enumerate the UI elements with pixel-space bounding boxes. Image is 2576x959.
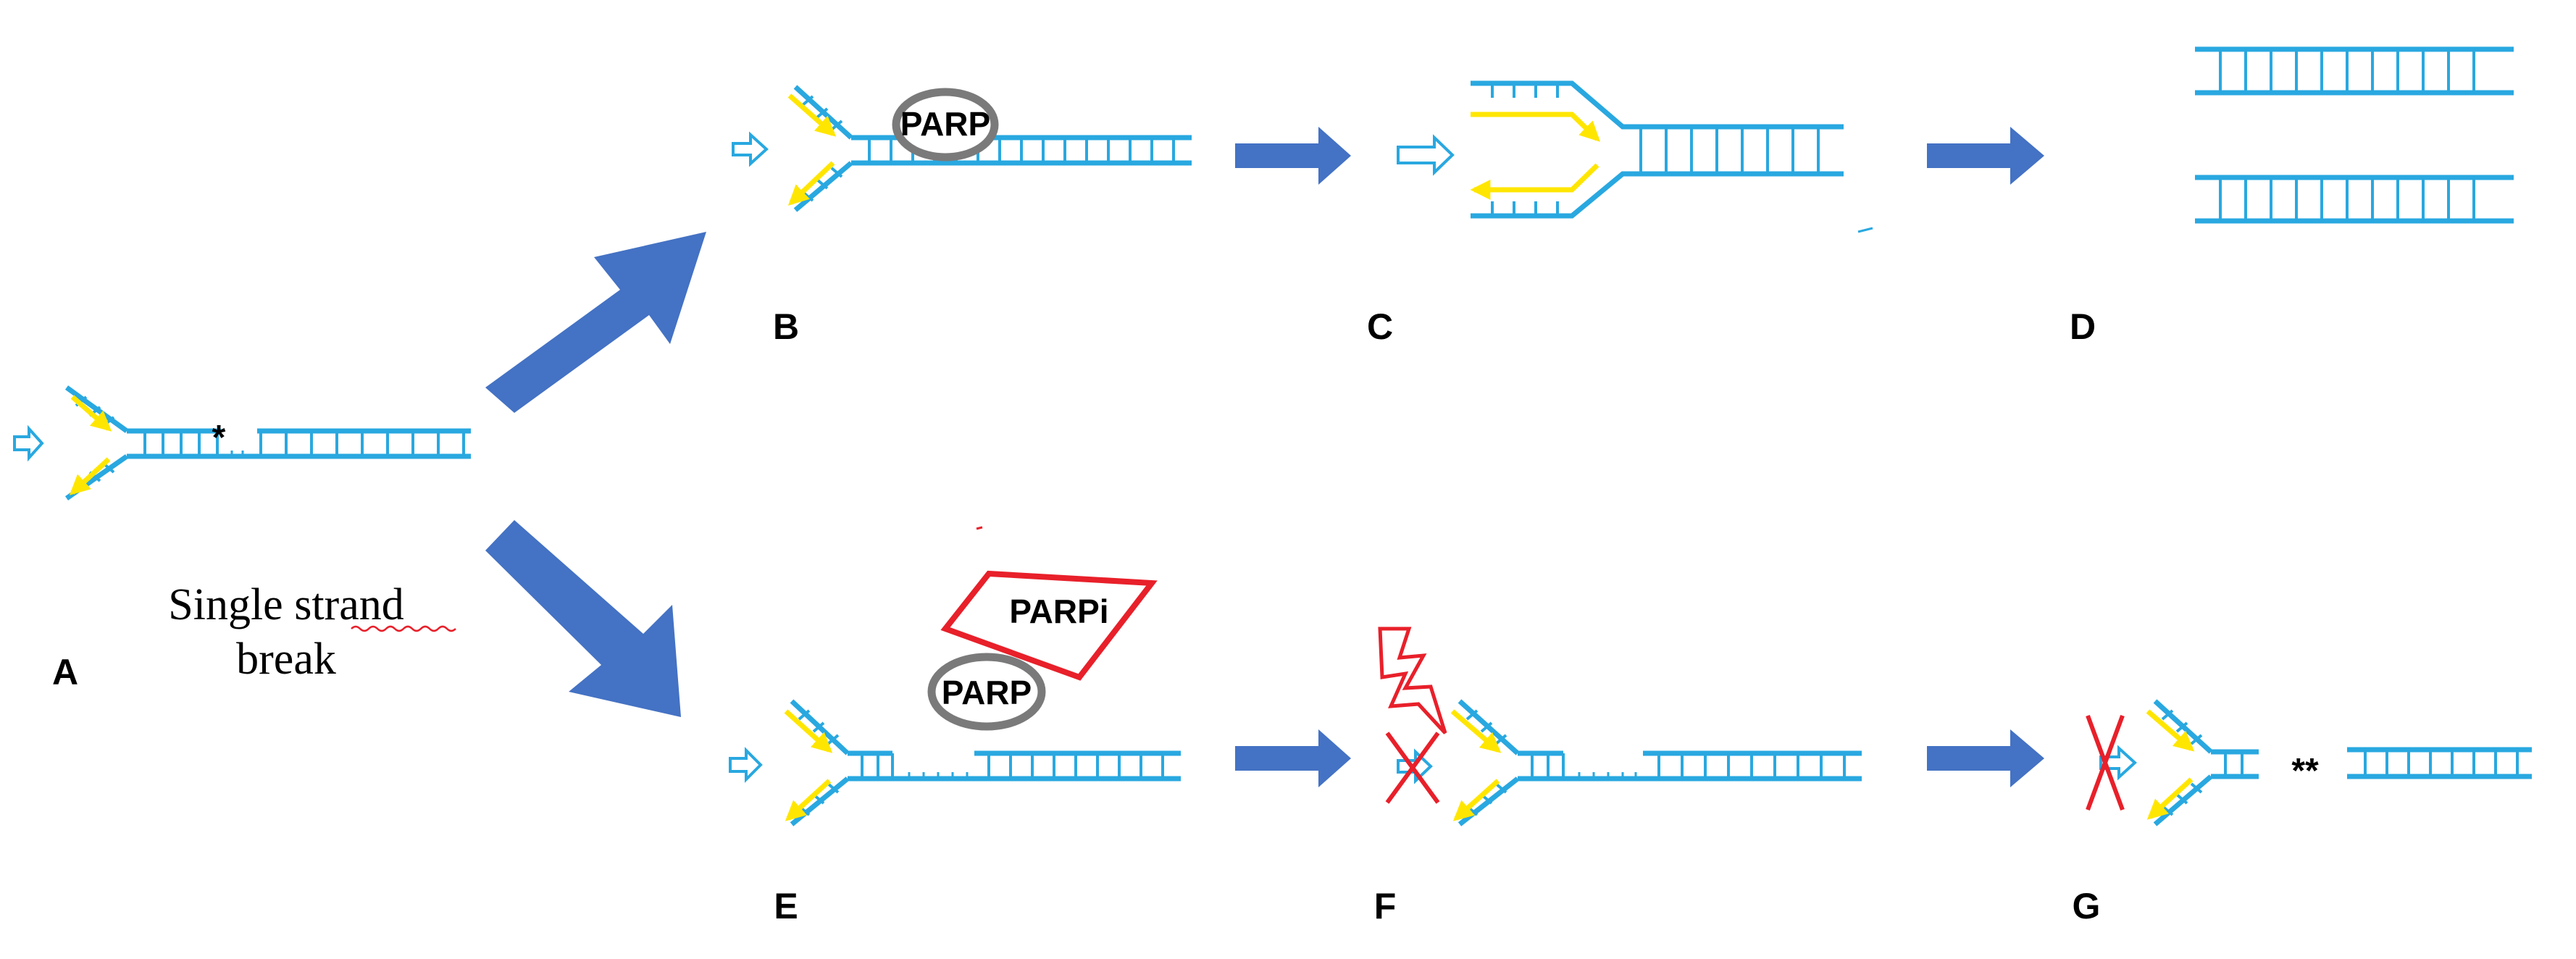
lagging-strand-icon (1452, 779, 1500, 821)
panel-label-e: E (774, 886, 798, 926)
leading-strand-icon (787, 93, 837, 137)
leading-strand-icon (784, 709, 833, 753)
fork-direction-arrow-icon (732, 131, 769, 167)
broken-duplex-strands (2347, 747, 2532, 779)
pathway-arrow-down-icon (485, 520, 681, 717)
parental-strands (64, 385, 471, 501)
parental-strands (1471, 80, 1844, 219)
leading-strand-icon (1450, 709, 1502, 753)
panel-a: * Single strand break A (13, 385, 471, 692)
step-arrow-f-to-g-icon (1927, 729, 2044, 787)
fork-direction-arrow-icon (13, 424, 44, 462)
panel-b: PARP B (732, 85, 1192, 347)
broken-duplex-rungs (2364, 750, 2519, 776)
double-break-mark: ** (2291, 752, 2319, 790)
parental-strands (793, 85, 1192, 212)
leading-strand-icon (1471, 112, 1601, 142)
base-pair-rungs (798, 709, 1164, 816)
lagging-strand-icon (2146, 777, 2194, 820)
broken-base-stubs (1578, 772, 1637, 779)
fork-direction-arrow-icon (1397, 748, 1433, 784)
panel-label-b: B (773, 306, 799, 347)
pathway-arrow-up-icon (485, 232, 706, 413)
panel-g: ** G (2073, 699, 2532, 926)
lagging-strand-icon (787, 161, 835, 206)
step-arrow-e-to-f-icon (1235, 729, 1351, 787)
fork-direction-arrow-icon (1397, 134, 1455, 176)
panel-label-g: G (2073, 886, 2101, 926)
base-pair-rungs (1465, 709, 1846, 816)
base-pair-rungs (75, 395, 465, 491)
parpi-inhibitor-icon (940, 570, 1158, 681)
caption-line-2: break (236, 635, 336, 684)
step-arrow-b-to-c-icon (1235, 127, 1351, 185)
blocked-fork-x-icon (1385, 732, 1440, 804)
panel-f: F (1374, 627, 1862, 926)
daughter-duplex-bottom-rungs (2219, 177, 2475, 221)
blocked-fork-x-icon (2086, 714, 2125, 811)
parp-protein-icon (892, 88, 999, 162)
lagging-strand-icon (1470, 163, 1599, 200)
parp-label: PARP (942, 674, 1032, 711)
broken-base-stubs (230, 451, 244, 456)
parental-strands (1458, 699, 1862, 826)
base-pair-rungs (1491, 83, 1820, 216)
parpi-label: PARPi (1009, 592, 1108, 630)
daughter-duplex-top (2195, 46, 2514, 96)
parp-protein-icon (927, 653, 1046, 731)
panel-label-a: A (52, 652, 78, 692)
panel-label-d: D (2070, 306, 2096, 347)
leading-strand-icon (2146, 709, 2195, 752)
break-mark: * (212, 419, 226, 457)
step-arrow-c-to-d-icon (1927, 127, 2044, 185)
daughter-duplex-bottom (2195, 175, 2514, 224)
collapsed-fork-rungs (2161, 709, 2243, 816)
parp-label: PARP (900, 105, 990, 143)
spellcheck-underline (351, 625, 456, 632)
caption-line-1: Single strand (168, 580, 403, 629)
leading-strand-icon (70, 395, 112, 432)
panel-d: D (2070, 46, 2514, 347)
small-mark (1857, 227, 1873, 233)
lagging-strand-icon (785, 779, 832, 821)
panel-label-f: F (1374, 886, 1397, 926)
daughter-duplex-top-rungs (2219, 49, 2475, 93)
lightning-bolt-icon (1378, 627, 1447, 734)
lagging-strand-icon (69, 457, 111, 495)
broken-base-stubs (908, 772, 969, 779)
panel-label-c: C (1367, 306, 1393, 347)
fork-direction-arrow-icon (729, 747, 763, 783)
small-mark (976, 526, 983, 530)
panel-c: C (1367, 80, 1873, 347)
panel-e: PARPi PARP E (729, 526, 1181, 926)
